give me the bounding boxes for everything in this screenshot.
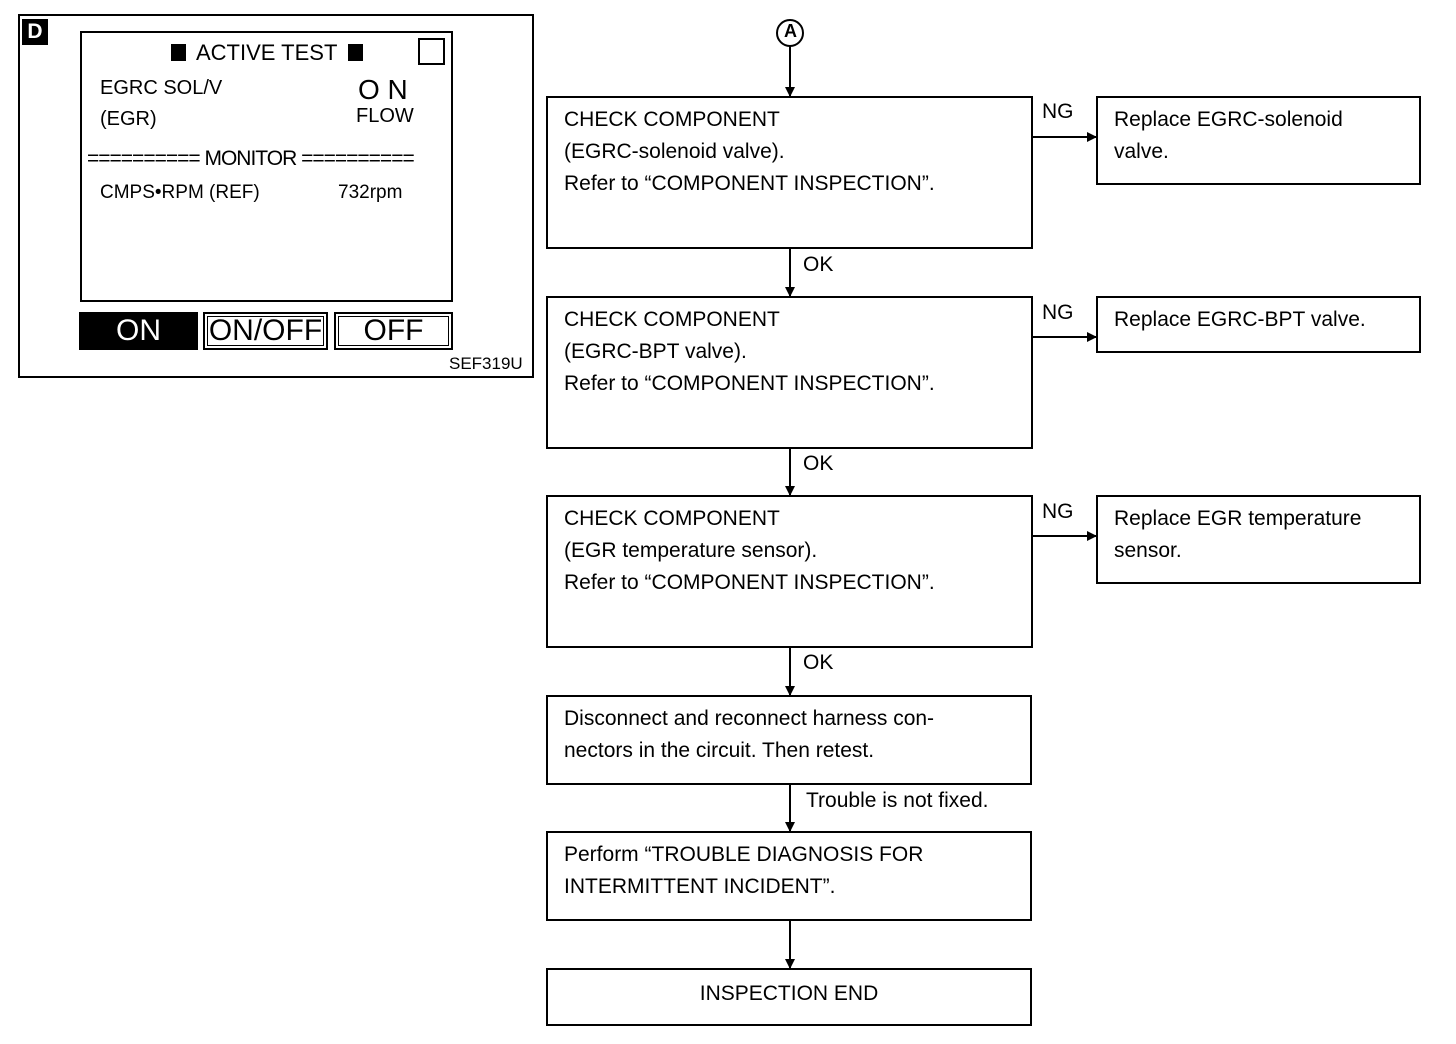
ng-label: NG	[1042, 100, 1074, 123]
off-label: OFF	[363, 314, 424, 347]
action-replace-egrc-bpt: Replace EGRC-BPT valve.	[1096, 296, 1421, 353]
step-reconnect-harness: Disconnect and reconnect harness con- ne…	[546, 695, 1032, 785]
status-box-icon	[418, 38, 445, 65]
on-button[interactable]: ON	[79, 312, 198, 350]
end-text: INSPECTION END	[699, 982, 879, 1005]
ok-label: OK	[803, 452, 834, 475]
action-line: sensor.	[1114, 539, 1182, 562]
monitor-value: 732rpm	[338, 182, 403, 203]
inspection-end: INSPECTION END	[546, 968, 1032, 1026]
action-line: Replace EGRC-BPT valve.	[1114, 308, 1366, 331]
button-frame	[207, 316, 324, 346]
action-line: Replace EGRC-solenoid	[1114, 108, 1343, 131]
consult-screen-panel	[18, 14, 534, 378]
step-line: Refer to “COMPONENT INSPECTION”.	[564, 172, 935, 195]
step-line: (EGR temperature sensor).	[564, 539, 818, 562]
step-check-egrc-solenoid: CHECK COMPONENT (EGRC-solenoid valve). R…	[546, 96, 1033, 249]
step-line: (EGRC-solenoid valve).	[564, 140, 785, 163]
panel-tag: D	[22, 19, 48, 45]
action-line: valve.	[1114, 140, 1169, 163]
step-line: (EGRC-BPT valve).	[564, 340, 747, 363]
consult-display	[80, 31, 453, 302]
step-perform-diagnosis: Perform “TROUBLE DIAGNOSIS FOR INTERMITT…	[546, 831, 1032, 921]
test-item-subname: (EGR)	[100, 108, 157, 130]
test-item-state: O N	[358, 74, 408, 105]
step-line: Refer to “COMPONENT INSPECTION”.	[564, 372, 935, 395]
off-button[interactable]: OFF	[334, 312, 453, 350]
test-item-name: EGRC SOL/V	[100, 77, 223, 99]
action-line: Replace EGR temperature	[1114, 507, 1362, 530]
step-line: INTERMITTENT INCIDENT”.	[564, 875, 836, 898]
step-line: Disconnect and reconnect harness con-	[564, 707, 935, 730]
step-check-egrc-bpt: CHECK COMPONENT (EGRC-BPT valve). Refer …	[546, 296, 1033, 449]
ng-label: NG	[1042, 301, 1074, 324]
connector-label: A	[784, 21, 797, 41]
ng-label: NG	[1042, 500, 1074, 523]
step-line: nectors in the circuit. Then retest.	[564, 739, 875, 762]
step-line: CHECK COMPONENT	[564, 308, 780, 331]
ok-label: OK	[803, 253, 834, 276]
step-line: Refer to “COMPONENT INSPECTION”.	[564, 571, 935, 594]
button-frame	[338, 316, 449, 346]
title-square-icon	[348, 44, 363, 61]
trouble-label: Trouble is not fixed.	[806, 789, 989, 812]
screen-title: ACTIVE TEST	[196, 40, 338, 65]
on-off-button[interactable]: ON/OFF	[203, 312, 328, 350]
step-line: Perform “TROUBLE DIAGNOSIS FOR	[564, 843, 924, 866]
action-replace-egrc-solenoid: Replace EGRC-solenoid valve.	[1096, 96, 1421, 185]
on-off-label: ON/OFF	[208, 314, 323, 347]
step-line: CHECK COMPONENT	[564, 507, 780, 530]
step-line: CHECK COMPONENT	[564, 108, 780, 131]
title-square-icon	[171, 44, 186, 61]
monitor-header: ========== MONITOR ==========	[87, 147, 415, 170]
monitor-item: CMPS•RPM (REF)	[100, 182, 260, 203]
step-check-egr-temp-sensor: CHECK COMPONENT (EGR temperature sensor)…	[546, 495, 1033, 648]
figure-code: SEF319U	[449, 354, 523, 373]
test-item-state-sub: FLOW	[356, 105, 414, 127]
ok-label: OK	[803, 651, 834, 674]
action-replace-egr-temp-sensor: Replace EGR temperature sensor.	[1096, 495, 1421, 584]
